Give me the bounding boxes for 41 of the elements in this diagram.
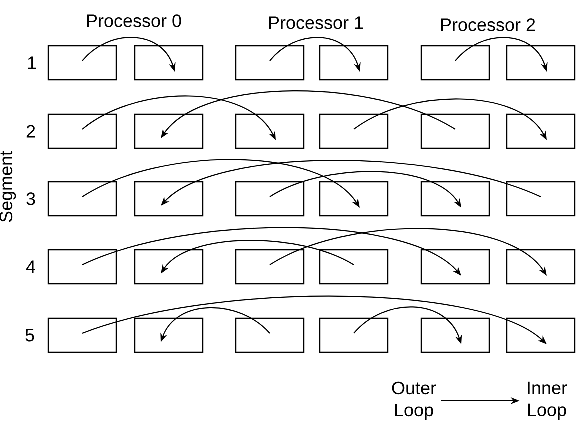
- box: [235, 45, 305, 81]
- box: [420, 249, 490, 285]
- box: [134, 45, 204, 81]
- column-heading: Processor 0: [87, 14, 182, 28]
- box: [134, 318, 204, 354]
- box: [134, 181, 204, 217]
- text-label: Outer Loop: [392, 382, 436, 420]
- box: [319, 45, 389, 81]
- box: [319, 249, 389, 285]
- row-number: 1: [28, 56, 36, 70]
- box: [134, 114, 204, 150]
- box: [134, 249, 204, 285]
- box: [48, 114, 118, 150]
- box: [506, 181, 576, 217]
- column-heading: Processor 1: [269, 16, 364, 30]
- box: [319, 318, 389, 354]
- box: [48, 45, 118, 81]
- row-number: 3: [26, 192, 36, 206]
- box: [235, 249, 305, 285]
- box: [506, 45, 576, 81]
- box: [420, 114, 490, 150]
- row-number: 4: [26, 260, 36, 274]
- box: [420, 45, 490, 81]
- box: [235, 114, 305, 150]
- box: [48, 318, 118, 354]
- box: [48, 181, 118, 217]
- box: [235, 181, 305, 217]
- text-label: Inner Loop: [528, 382, 568, 420]
- box: [420, 181, 490, 217]
- box: [506, 114, 576, 150]
- box: [235, 318, 305, 354]
- row-number: 5: [26, 329, 34, 342]
- box: [48, 249, 118, 285]
- box: [506, 318, 576, 354]
- box: [319, 181, 389, 217]
- row-number: 2: [26, 125, 36, 138]
- axis-label: Segment: [0, 151, 16, 222]
- box: [420, 318, 490, 354]
- box: [319, 114, 389, 150]
- box: [506, 249, 576, 285]
- column-heading: Processor 2: [441, 18, 536, 32]
